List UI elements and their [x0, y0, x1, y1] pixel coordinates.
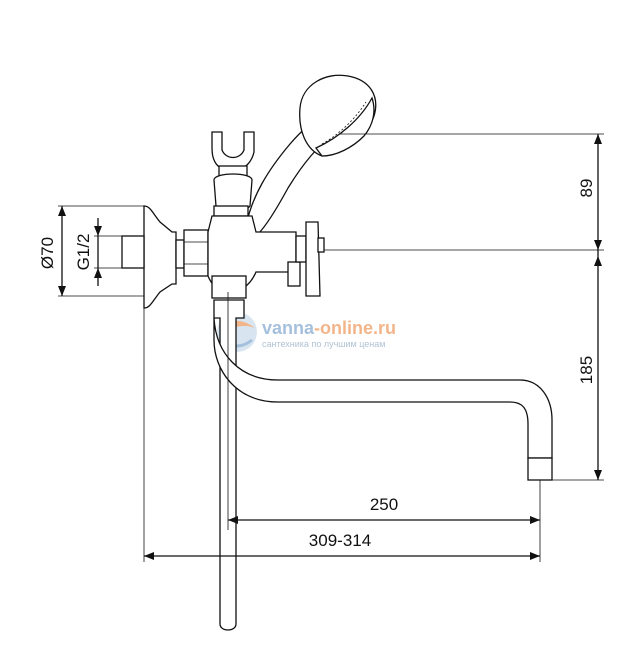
- dim-lower-height-label: 185: [577, 356, 596, 384]
- faucet-body: [207, 215, 325, 299]
- dim-total-reach-label: 309-314: [309, 531, 371, 550]
- svg-text:vanna-online.ru: vanna-online.ru: [262, 318, 396, 338]
- dim-spout-reach-label: 250: [370, 495, 398, 514]
- watermark-brand-a: vanna: [262, 318, 315, 338]
- dim-upper-height: 89: [324, 133, 604, 251]
- dim-upper-height-label: 89: [577, 179, 596, 198]
- dim-lower-height: 185: [552, 250, 604, 481]
- dim-spout-reach: 250: [227, 292, 541, 562]
- dim-flange-diameter: Ø70: [38, 205, 144, 297]
- swivel-spout: [213, 317, 553, 481]
- shower-hose: [213, 299, 245, 631]
- shower-holder: [211, 131, 255, 217]
- dim-total-reach: 309-314: [143, 308, 540, 562]
- dim-flange-diameter-label: Ø70: [38, 237, 57, 269]
- watermark-tagline: сантехника по лучшим ценам: [262, 339, 385, 349]
- watermark-brand-b: -online.ru: [314, 318, 396, 338]
- hand-shower: [245, 74, 377, 235]
- dim-thread-label: G1/2: [74, 234, 93, 271]
- dim-thread: G1/2: [74, 218, 122, 286]
- wall-flange: [121, 205, 209, 309]
